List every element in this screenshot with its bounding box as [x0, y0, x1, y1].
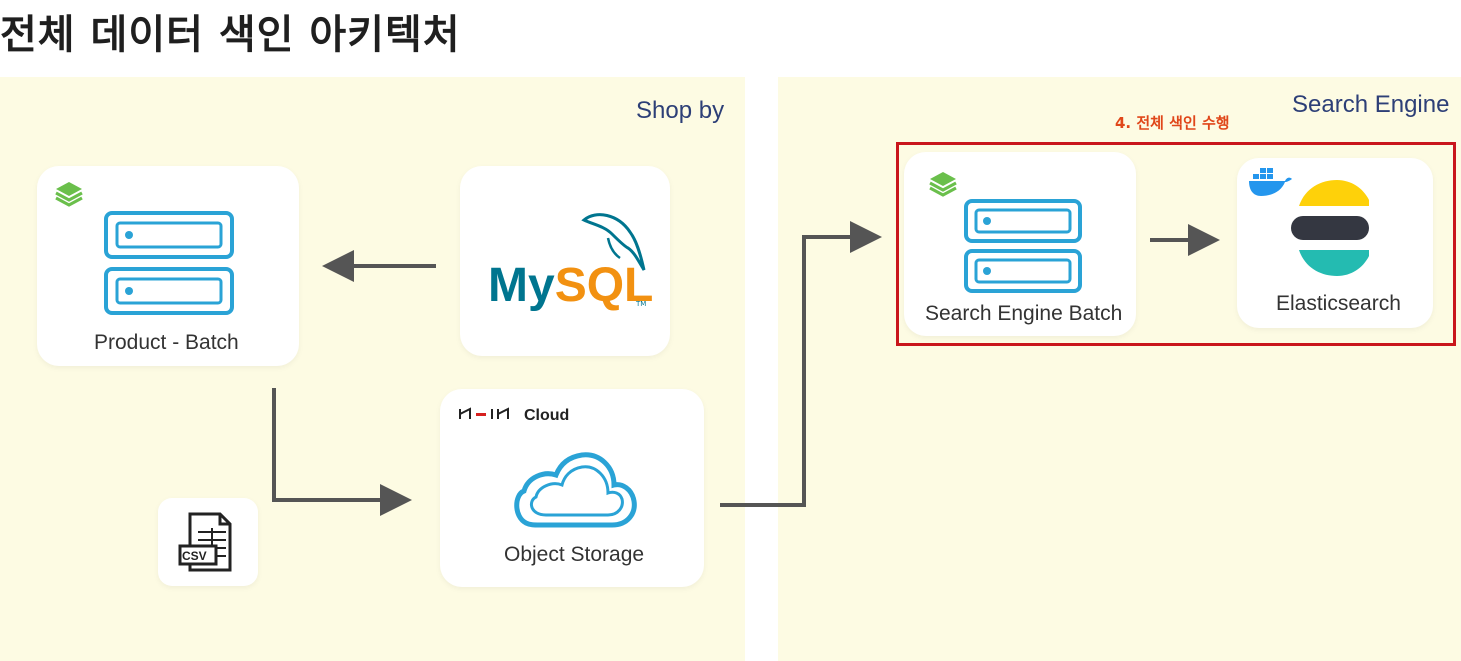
csv-text: CSV: [182, 549, 207, 563]
shop-by-label: Shop by: [636, 97, 725, 124]
highlight-box: [896, 142, 1456, 346]
mysql-tm: TM: [636, 300, 647, 308]
csv-node: CSV: [158, 498, 258, 586]
mysql-logo-text: MySQL: [488, 262, 653, 310]
page-title: 전체 데이터 색인 아키텍처: [0, 12, 461, 58]
search-engine-batch-node: Search Engine Batch: [904, 152, 1136, 336]
mysql-logo-my: My: [488, 259, 555, 312]
provider-mark-icon: [459, 407, 509, 419]
cloud-icon: [514, 452, 637, 528]
object-storage-node: Cloud Object Storage: [440, 389, 704, 587]
object-storage-label: Object Storage: [504, 543, 645, 566]
cloud-provider-name: Cloud: [524, 407, 570, 424]
mysql-logo-sql: SQL: [554, 259, 654, 312]
server-icon: [964, 199, 1082, 293]
mysql-node: MySQL TM: [460, 166, 670, 356]
search-engine-label: Search Engine: [1292, 91, 1450, 118]
product-batch-label: Product - Batch: [94, 331, 239, 354]
cloud-provider-logo: Cloud: [458, 407, 569, 425]
elasticsearch-node: Elasticsearch: [1237, 158, 1433, 328]
server-icon: [104, 211, 234, 315]
elasticsearch-logo: [1291, 180, 1369, 276]
stack-icon: [55, 182, 83, 207]
docker-icon: [1249, 168, 1292, 196]
search-engine-batch-label: Search Engine Batch: [925, 302, 1123, 325]
elasticsearch-label: Elasticsearch: [1276, 292, 1401, 315]
stack-icon: [929, 172, 957, 197]
step-label: 4. 전체 색인 수행: [1115, 114, 1230, 132]
mysql-dolphin-icon: [581, 213, 646, 271]
product-batch-node: Product - Batch: [37, 166, 299, 366]
csv-file-icon: [178, 512, 232, 572]
